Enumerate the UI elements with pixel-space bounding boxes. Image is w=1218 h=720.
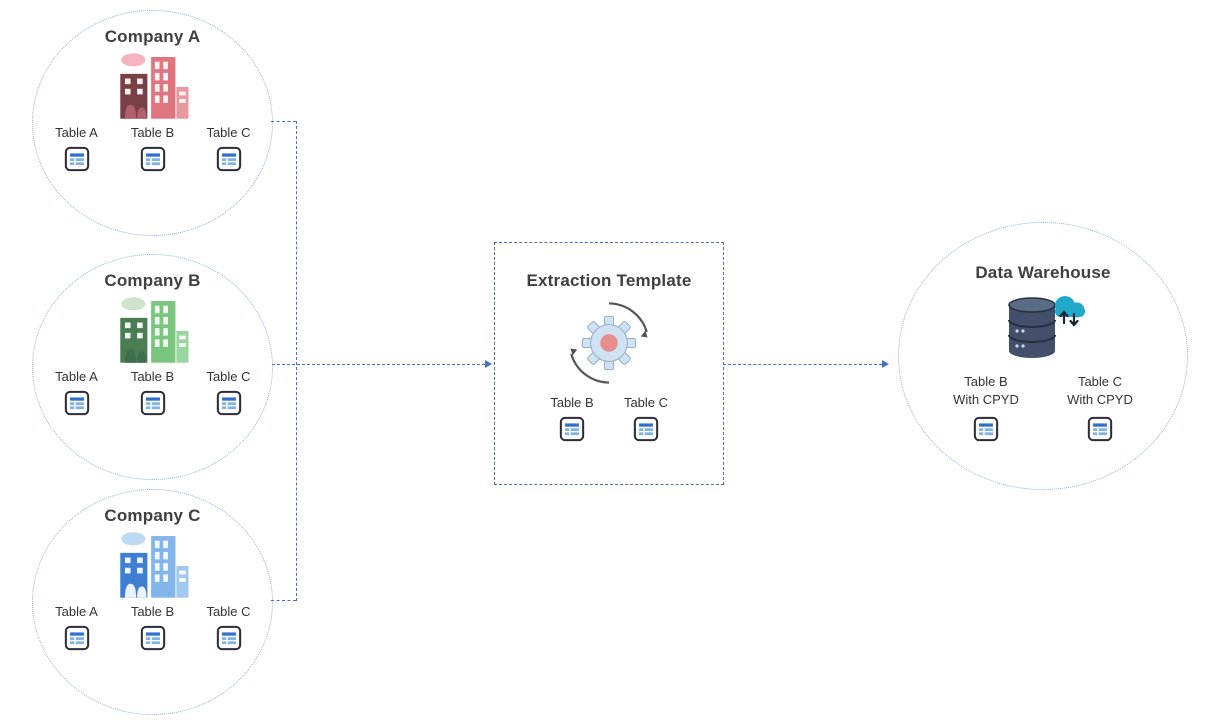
table-item: Table C With CPYD [1059, 373, 1141, 442]
company-b-title: Company B [104, 271, 201, 290]
company-a-building-icon [119, 53, 189, 119]
table-label: Table A [55, 369, 98, 384]
table-label: Table B [130, 125, 175, 140]
database-cloud-icon [1008, 296, 1085, 358]
company-b-node: Company B Table A Table B Table C [32, 254, 273, 480]
table-item: Table C [203, 604, 255, 651]
data-warehouse-node: Data Warehouse Table B With CPYD [898, 222, 1188, 490]
company-a-title: Company A [104, 27, 201, 46]
arrowhead-extraction [485, 360, 492, 368]
table-item: Table B [127, 125, 179, 172]
table-item: Table B [127, 369, 179, 416]
table-icon [1087, 416, 1113, 442]
table-label: Table B [550, 395, 594, 410]
table-icon [216, 625, 241, 651]
company-a-node: Company A Table A Table B Table C [32, 10, 273, 236]
table-icon [140, 625, 165, 651]
extraction-tables: Table B Table C [546, 395, 672, 442]
table-label: Table C [623, 395, 669, 410]
table-icon [216, 146, 241, 172]
table-label: Table C [206, 369, 251, 384]
table-icon [140, 146, 165, 172]
table-item: Table B [127, 604, 179, 651]
table-icon [64, 625, 89, 651]
table-icon [559, 416, 585, 442]
table-item: Table A [51, 369, 103, 416]
connector-trunk [296, 121, 297, 601]
table-icon [216, 390, 241, 416]
table-icon [64, 390, 89, 416]
table-label: Table B [130, 369, 175, 384]
connector-to-extraction [272, 364, 485, 365]
table-label: Table B With CPYD [953, 374, 1019, 407]
company-c-tables: Table A Table B Table C [51, 604, 255, 651]
table-label: Table B [130, 604, 175, 619]
table-item: Table C [620, 395, 672, 442]
table-item: Table B With CPYD [945, 373, 1027, 442]
warehouse-tables: Table B With CPYD Table C With CPYD [945, 373, 1141, 442]
company-c-node: Company C Table A Table B Table C [32, 489, 273, 715]
company-a-tables: Table A Table B Table C [51, 125, 255, 172]
company-c-title: Company C [104, 506, 201, 525]
connector-company-c [271, 600, 296, 601]
table-label: Table C [206, 604, 251, 619]
connector-company-a [271, 121, 296, 122]
table-item: Table C [203, 125, 255, 172]
company-c-building-icon [119, 532, 189, 598]
table-label: Table C [206, 125, 251, 140]
extraction-gear-icon [570, 302, 648, 384]
table-label: Table A [55, 125, 98, 140]
table-label: Table C With CPYD [1067, 374, 1133, 407]
table-item: Table C [203, 369, 255, 416]
data-warehouse-title: Data Warehouse [975, 263, 1111, 282]
table-icon [140, 390, 165, 416]
extraction-template-title: Extraction Template [526, 271, 692, 290]
arrowhead-warehouse [882, 360, 889, 368]
table-item: Table A [51, 604, 103, 651]
table-label: Table A [55, 604, 98, 619]
company-b-tables: Table A Table B Table C [51, 369, 255, 416]
extraction-template-node: Extraction Template Table B Table [494, 242, 724, 485]
table-item: Table B [546, 395, 598, 442]
table-icon [973, 416, 999, 442]
table-item: Table A [51, 125, 103, 172]
company-b-building-icon [119, 297, 189, 363]
connector-to-warehouse [723, 364, 882, 365]
table-icon [64, 146, 89, 172]
table-icon [633, 416, 659, 442]
